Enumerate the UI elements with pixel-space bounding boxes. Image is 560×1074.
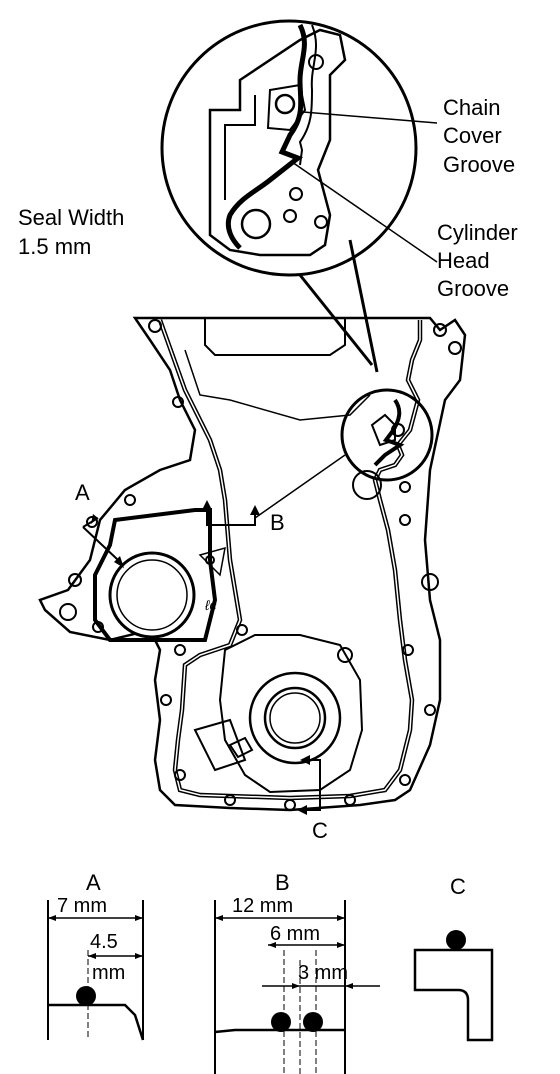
marker-c: C [297,755,328,843]
detail-a-title: A [86,870,101,895]
detail-a-dim-outer: 7 mm [57,895,107,917]
sealant-bead-a [76,986,96,1006]
cylinder-head-leader [291,161,438,263]
seal-width-label-1: Seal Width [18,205,124,230]
marker-a: A [75,480,124,568]
detail-b-dim-mid: 6 mm [270,923,320,945]
label-c: C [312,818,328,843]
sealant-bead-c [446,930,466,950]
sealant-bead-b1 [271,1012,291,1032]
cylinder-head-label-1: Cylinder [437,220,518,245]
seal-width-label-2: 1.5 mm [18,234,91,259]
detail-c-title: C [450,874,466,899]
marker-b: B [202,454,346,535]
chain-cover-label-2: Cover [443,123,502,148]
detail-b: B 12 mm 6 mm 3 mm [214,870,380,1074]
detail-c: C [413,874,494,1042]
chain-cover-label-3: Groove [443,152,515,177]
chain-cover-label-1: Chain [443,95,500,120]
detail-a: A 7 mm 4.5 mm [47,870,145,1041]
detail-ring-small [340,388,434,482]
magnified-detail-circle [160,19,418,373]
detail-b-title: B [275,870,290,895]
cylinder-head-label-2: Head [437,248,490,273]
sealant-bead-b2 [303,1012,323,1032]
detail-b-dim-inner: 3 mm [298,962,348,984]
detail-a-dim-inner-1: 4.5 [90,931,118,953]
detail-a-dim-inner-2: mm [92,962,125,984]
cylinder-head-label-3: Groove [437,276,509,301]
label-a: A [75,480,90,505]
detail-b-dim-outer: 12 mm [232,895,293,917]
label-b: B [270,510,285,535]
chain-cover-leader [302,111,438,124]
svg-text:ℓc: ℓc [204,597,217,613]
